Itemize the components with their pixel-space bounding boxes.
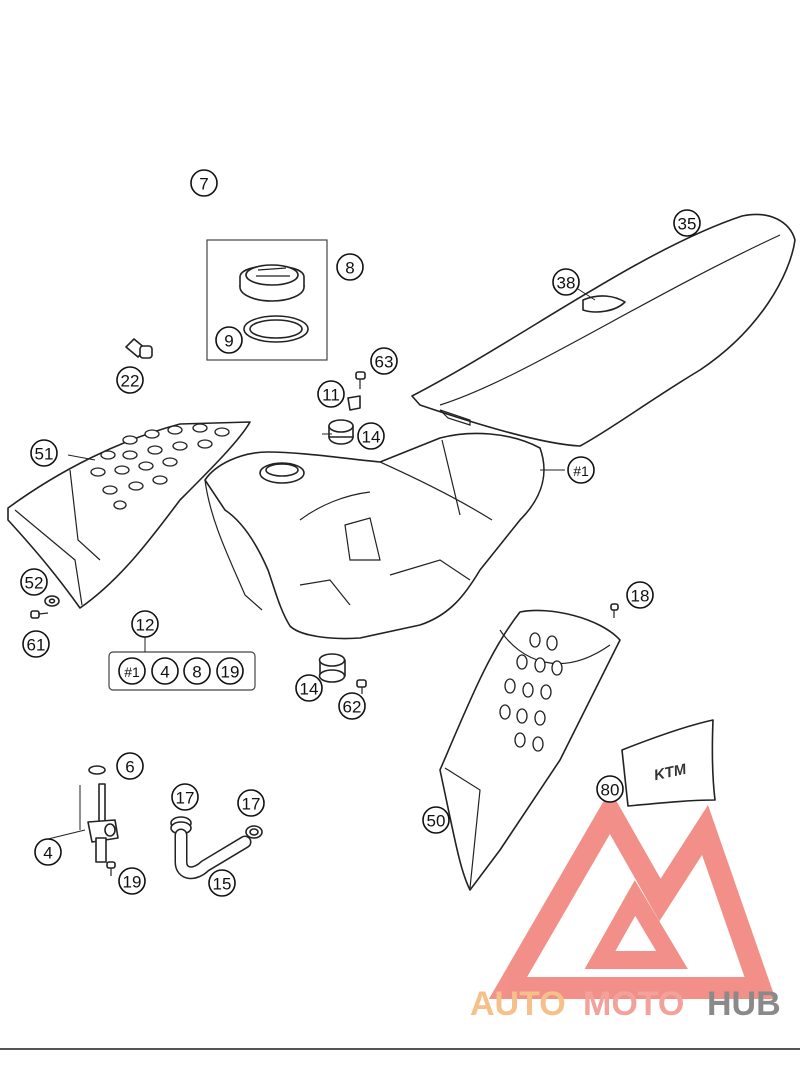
svg-text:50: 50 bbox=[427, 812, 446, 831]
callout-62: 62 bbox=[338, 692, 366, 720]
fuel-tap-4 bbox=[87, 783, 119, 863]
callout-7: 7 bbox=[190, 169, 218, 197]
bottom-rule bbox=[0, 1048, 800, 1050]
hose-clamp-17-right bbox=[245, 825, 263, 839]
seat-strap-38 bbox=[582, 295, 626, 313]
seat-35 bbox=[411, 213, 796, 447]
fuel-hose-15 bbox=[174, 828, 252, 880]
callout-11: 11 bbox=[317, 380, 345, 408]
svg-text:61: 61 bbox=[27, 636, 46, 655]
svg-text:AUTO: AUTO bbox=[470, 985, 566, 1023]
svg-text:17: 17 bbox=[242, 795, 261, 814]
callout-15: 15 bbox=[208, 869, 236, 897]
callout-80: 80 bbox=[596, 775, 624, 803]
callout-9: 9 bbox=[215, 326, 243, 354]
svg-text:14: 14 bbox=[300, 680, 319, 699]
kit-item-8: 8 bbox=[183, 657, 211, 685]
svg-text:4: 4 bbox=[160, 663, 169, 682]
svg-text:18: 18 bbox=[631, 587, 650, 606]
screw-19 bbox=[106, 861, 116, 876]
svg-text:9: 9 bbox=[224, 332, 233, 351]
callout-12: 12 bbox=[131, 610, 159, 638]
svg-text:6: 6 bbox=[125, 758, 134, 777]
watermark-text: AUTO MOTO HUB bbox=[470, 985, 781, 1023]
hose-fitting-22 bbox=[125, 338, 153, 359]
fuel-cap-8 bbox=[239, 264, 305, 302]
callout-8: 8 bbox=[336, 253, 364, 281]
screw-63 bbox=[355, 371, 366, 389]
callout-4: 4 bbox=[34, 838, 62, 866]
cap-seal-9 bbox=[243, 315, 309, 343]
decal-logo-text: KTM bbox=[652, 761, 688, 784]
svg-text:11: 11 bbox=[322, 386, 340, 405]
svg-text:19: 19 bbox=[123, 873, 142, 892]
spoiler-left-51 bbox=[7, 421, 251, 609]
svg-text:15: 15 bbox=[213, 875, 232, 894]
svg-text:#1: #1 bbox=[124, 664, 140, 680]
callout-52: 52 bbox=[20, 568, 48, 596]
callout-19: 19 bbox=[118, 867, 146, 895]
bushing-11 bbox=[347, 395, 361, 411]
callout-18: 18 bbox=[626, 581, 654, 609]
decal-80: KTM bbox=[621, 719, 716, 807]
watermark-logo bbox=[488, 789, 776, 999]
fuel-tank-1 bbox=[204, 432, 545, 640]
svg-text:52: 52 bbox=[25, 574, 44, 593]
svg-text:4: 4 bbox=[43, 844, 52, 863]
screw-18 bbox=[610, 603, 619, 618]
screw-61 bbox=[30, 610, 49, 619]
svg-text:17: 17 bbox=[176, 789, 195, 808]
cap-group-frame bbox=[206, 239, 328, 361]
svg-text:63: 63 bbox=[375, 353, 394, 372]
svg-text:80: 80 bbox=[601, 781, 620, 800]
rubber-bush-14-bottom bbox=[318, 653, 346, 683]
spoiler-right-50 bbox=[439, 609, 621, 891]
svg-text:38: 38 bbox=[557, 274, 576, 293]
callout-22: 22 bbox=[116, 366, 144, 394]
screw-62 bbox=[356, 679, 367, 694]
svg-text:8: 8 bbox=[345, 259, 354, 278]
svg-text:12: 12 bbox=[136, 616, 155, 635]
kit-item-4: 4 bbox=[151, 657, 179, 685]
svg-text:7: 7 bbox=[199, 175, 208, 194]
callout-1: #1 bbox=[567, 456, 595, 484]
svg-text:22: 22 bbox=[121, 372, 140, 391]
callout-63: 63 bbox=[370, 347, 398, 375]
kit-12-box bbox=[108, 651, 256, 691]
callout-14-bottom: 14 bbox=[295, 674, 323, 702]
kit-item-1: #1 bbox=[118, 657, 146, 685]
svg-text:14: 14 bbox=[362, 428, 381, 447]
callout-38: 38 bbox=[552, 268, 580, 296]
leader-lines bbox=[43, 288, 596, 841]
kit-item-19: 19 bbox=[216, 657, 244, 685]
callout-14-top: 14 bbox=[357, 422, 385, 450]
callout-6: 6 bbox=[116, 752, 144, 780]
svg-text:MOTO: MOTO bbox=[583, 985, 684, 1023]
svg-text:19: 19 bbox=[221, 663, 240, 682]
washer-52 bbox=[44, 595, 60, 607]
rubber-bush-14-top bbox=[328, 419, 354, 445]
callout-17-left: 17 bbox=[171, 783, 199, 811]
o-ring-6 bbox=[88, 765, 106, 775]
svg-text:51: 51 bbox=[35, 445, 54, 464]
svg-text:35: 35 bbox=[678, 215, 697, 234]
svg-text:8: 8 bbox=[192, 663, 201, 682]
svg-text:#1: #1 bbox=[573, 463, 589, 479]
callout-35: 35 bbox=[673, 209, 701, 237]
callout-50: 50 bbox=[422, 806, 450, 834]
callout-51: 51 bbox=[30, 439, 58, 467]
svg-text:62: 62 bbox=[343, 698, 362, 717]
callout-61: 61 bbox=[22, 630, 50, 658]
callout-17-right: 17 bbox=[237, 789, 265, 817]
svg-text:HUB: HUB bbox=[707, 985, 781, 1023]
